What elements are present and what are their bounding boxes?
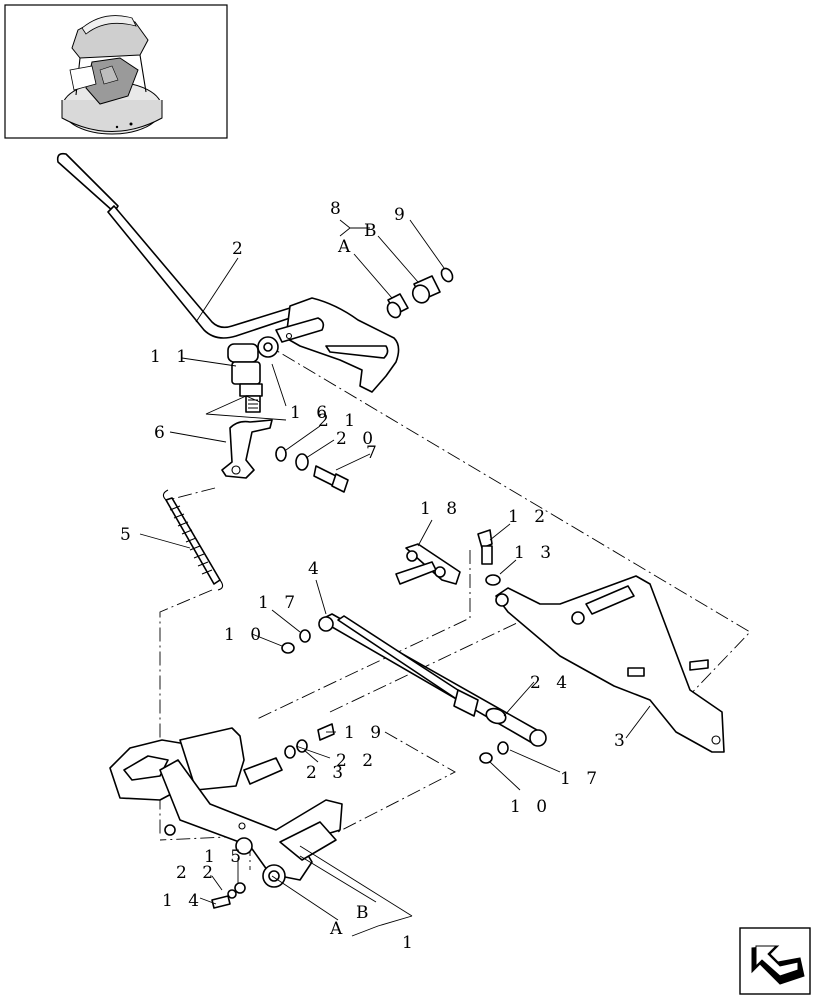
side-plate	[495, 575, 725, 753]
callout-6: 6	[154, 423, 170, 443]
callout-8: 8	[330, 199, 346, 219]
hand-lever	[56, 152, 400, 393]
callout-17-left: 1 7	[258, 593, 300, 613]
spring	[162, 489, 224, 591]
leader-lines	[139, 219, 651, 937]
callout-4: 4	[308, 559, 324, 579]
callout-24: 2 4	[530, 673, 572, 693]
callout-23: 2 3	[306, 763, 348, 783]
locator-thumbnail[interactable]	[4, 4, 228, 139]
callout-14: 1 4	[162, 891, 204, 911]
callout-16: 1 6	[290, 403, 332, 423]
callout-3: 3	[614, 731, 630, 751]
callout-8-a: A	[337, 237, 355, 257]
next-page-arrow-icon[interactable]	[739, 927, 811, 995]
callout-22-lower: 2 2	[176, 863, 218, 883]
callout-7: 7	[366, 443, 382, 463]
callout-15: 1 5	[204, 847, 246, 867]
callout-10-left: 1 0	[224, 625, 266, 645]
bolt-washers-19-22-23	[284, 723, 335, 759]
pedal-assembly	[109, 727, 343, 909]
callout-22-upper: 2 2	[336, 751, 378, 771]
callout-10-right: 1 0	[510, 797, 552, 817]
callout-20: 2 0	[336, 429, 378, 449]
link-rod	[281, 613, 547, 764]
callout-18: 1 8	[420, 499, 462, 519]
callout-1-a: A	[329, 919, 347, 939]
callout-1-b: B	[356, 903, 374, 923]
callout-9: 9	[394, 205, 410, 225]
callout-2: 2	[232, 239, 248, 259]
callout-labels: 2 8 9 A B 1 1 1 6 2 1 2 0 7 6 5 1 8 1 2 …	[120, 199, 630, 953]
switch	[227, 343, 263, 413]
switch-bracket	[221, 419, 349, 493]
callout-11: 1 1	[150, 347, 192, 367]
bolt-washer-12-13	[477, 529, 501, 586]
callout-1: 1	[402, 933, 418, 953]
bushings	[386, 267, 454, 319]
callout-21: 2 1	[318, 411, 360, 431]
callout-12: 1 2	[508, 507, 550, 527]
pin-bracket	[395, 543, 461, 585]
callout-19: 1 9	[344, 723, 386, 743]
callout-13: 1 3	[514, 543, 556, 563]
callout-5: 5	[120, 525, 136, 545]
callout-8-b: B	[364, 221, 382, 241]
callout-17-right: 1 7	[560, 769, 602, 789]
